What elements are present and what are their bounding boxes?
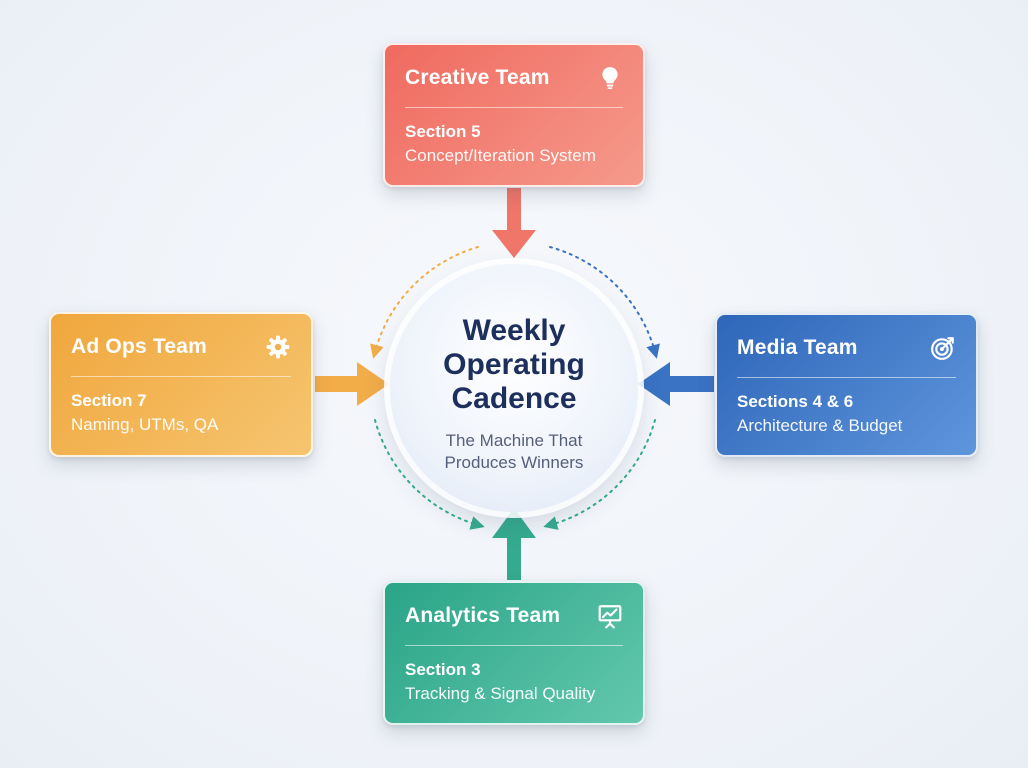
arrow-adops-to-hub — [315, 362, 389, 406]
ad-ops-team-card: Ad Ops Team Section 7 Naming, UTMs, QA — [49, 312, 313, 457]
card-divider — [737, 377, 956, 378]
arrow-creative-to-hub — [492, 188, 536, 258]
analytics-team-title: Analytics Team — [405, 604, 561, 627]
creative-team-card: Creative Team Section 5 Concept/Iteratio… — [383, 43, 645, 187]
weekly-operating-cadence-hub: Weekly Operating Cadence The Machine Tha… — [390, 264, 638, 512]
card-divider — [405, 107, 623, 108]
presentation-chart-icon — [598, 605, 622, 629]
hub-subtitle-line: Produces Winners — [444, 453, 584, 472]
cycle-arc-bottom-right — [543, 419, 656, 530]
analytics-team-card: Analytics Team Section 3 Tracking & Sign… — [383, 581, 645, 725]
creative-team-description: Concept/Iteration System — [405, 146, 596, 165]
card-divider — [71, 376, 291, 377]
media-team-card: Media Team Sections 4 & 6 Architecture &… — [715, 313, 978, 457]
hub-title-line: Operating — [443, 348, 585, 381]
media-team-title: Media Team — [737, 336, 858, 359]
cycle-arc-top-left — [370, 246, 479, 359]
target-icon — [931, 337, 954, 360]
arrow-analytics-to-hub — [492, 508, 536, 580]
creative-team-title: Creative Team — [405, 66, 550, 89]
arrow-media-to-hub — [638, 362, 714, 406]
media-team-description: Architecture & Budget — [737, 416, 903, 435]
lightbulb-icon — [602, 67, 618, 90]
ad-ops-team-description: Naming, UTMs, QA — [71, 415, 219, 434]
media-team-section: Sections 4 & 6 — [737, 392, 854, 411]
ad-ops-team-section: Section 7 — [71, 391, 147, 410]
ad-ops-team-title: Ad Ops Team — [71, 335, 208, 358]
cycle-arc-top-right — [549, 246, 660, 359]
cycle-arc-bottom-left — [374, 419, 485, 530]
card-divider — [405, 645, 623, 646]
hub-title-line: Cadence — [451, 382, 577, 415]
hub-subtitle-line: The Machine That — [445, 431, 583, 450]
hub-title-line: Weekly — [462, 314, 566, 347]
analytics-team-section: Section 3 — [405, 660, 481, 679]
hub-title: Weekly Operating Cadence — [390, 314, 638, 416]
analytics-team-description: Tracking & Signal Quality — [405, 684, 596, 703]
hub-subtitle: The Machine That Produces Winners — [390, 430, 638, 474]
creative-team-section: Section 5 — [405, 122, 481, 141]
gear-icon — [266, 335, 290, 359]
